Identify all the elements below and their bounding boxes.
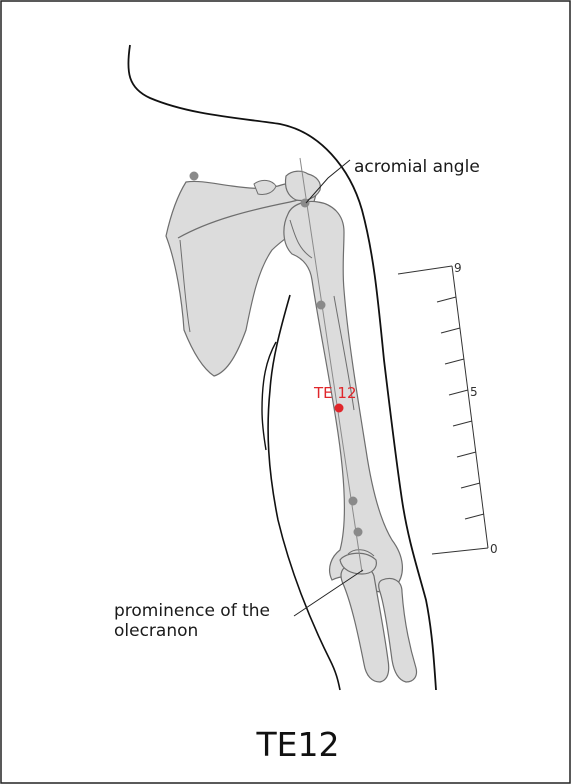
figure-title: TE12 [256, 725, 340, 764]
scale-tick [461, 483, 480, 488]
scale-tick [445, 359, 464, 364]
scale-tick [449, 390, 468, 395]
scale-label-top: 9 [454, 261, 462, 275]
scale-tick [465, 514, 484, 519]
scale-label-middle: 5 [470, 385, 478, 399]
te12-point-label: TE 12 [313, 384, 357, 402]
proportional-scale: 9 5 0 [398, 261, 498, 556]
acromial-angle-label: acromial angle [354, 157, 480, 177]
scale-bottom-bar [432, 548, 488, 554]
olecranon-label-line1: prominence of the [114, 601, 270, 621]
scale-label-bottom: 0 [490, 542, 498, 556]
landmark-marker [317, 301, 326, 310]
scale-tick [437, 297, 456, 302]
landmark-marker [354, 528, 363, 537]
scale-tick [453, 421, 472, 426]
scale-top-bar [398, 266, 452, 274]
landmark-marker [349, 497, 358, 506]
scale-axis [452, 266, 488, 548]
scale-tick [441, 328, 460, 333]
landmark-marker [190, 172, 199, 181]
olecranon-label-line2: olecranon [114, 621, 198, 641]
scale-tick [457, 452, 476, 457]
te12-point-marker [335, 404, 344, 413]
